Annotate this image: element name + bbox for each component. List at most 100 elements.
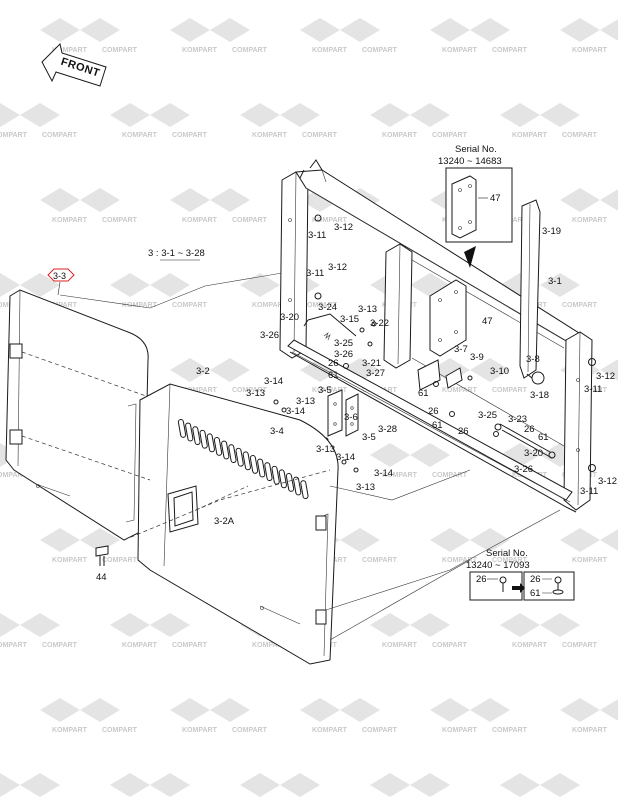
watermark-brand-b: COMPART	[232, 47, 268, 54]
callout-label: 26	[428, 406, 439, 417]
vent-slot	[228, 444, 237, 464]
bracket-3-24	[303, 313, 357, 341]
vent-slot	[199, 429, 208, 449]
callout-label: 61	[538, 432, 549, 443]
watermark-brand-a: KOMPART	[382, 132, 418, 139]
callout-label: 61	[432, 420, 443, 431]
callout-label: 3-11	[584, 384, 602, 395]
watermark-brand-b: COMPART	[172, 132, 208, 139]
watermark-brand-b: COMPART	[232, 217, 268, 224]
callout-label: 3-28	[378, 424, 397, 435]
post-3-19	[519, 199, 541, 379]
highlighted-part-label: 3-3	[53, 271, 66, 281]
callout-label: 3-26	[514, 464, 533, 475]
watermark-logo-shape	[500, 273, 580, 297]
callout-label: 26	[524, 424, 535, 435]
watermark-brand-b: COMPART	[562, 302, 598, 309]
watermark-logo-shape	[370, 103, 450, 127]
panel-3-2	[137, 383, 339, 665]
callout-label: 3-12	[598, 476, 617, 487]
callout-label: 3-24	[318, 302, 337, 313]
watermark-logo-shape	[300, 18, 380, 42]
watermark-brand-b: COMPART	[492, 727, 528, 734]
watermark-brand-b: COMPART	[172, 642, 208, 649]
callout-label: 3-14	[286, 406, 305, 417]
watermark-brand-a: KOMPART	[252, 132, 288, 139]
callout-label: 3-14	[264, 376, 283, 387]
watermark-logo-shape	[300, 698, 380, 722]
front-direction-arrow: FRONT	[41, 43, 107, 87]
panel-3-3	[5, 289, 149, 541]
callout-label: 61	[328, 370, 339, 381]
watermark-brand-a: KOMPART	[182, 727, 218, 734]
watermark-brand-a: KOMPART	[122, 132, 158, 139]
watermark-brand-a: KOMPART	[512, 132, 548, 139]
callout-label: 3-5	[362, 432, 376, 443]
highlighted-part-tag: 3-3	[47, 268, 75, 296]
watermark-brand-a: KOMPART	[182, 47, 218, 54]
callout-label: 47	[482, 316, 493, 327]
callout-label: 3-27	[366, 368, 385, 379]
callout-label: 26	[458, 426, 469, 437]
plate-47	[429, 279, 467, 357]
callout-label: 3-8	[526, 354, 540, 365]
watermark-logo-shape	[370, 773, 450, 797]
watermark-brand-b: COMPART	[432, 132, 468, 139]
callout-label: 3-12	[596, 371, 615, 382]
callout-label: 3-21	[362, 358, 381, 369]
callout-label: 3-20	[524, 448, 543, 459]
watermark-logo-shape	[110, 773, 190, 797]
watermark-brand-b: COMPART	[362, 557, 398, 564]
callout-label: 3-15	[340, 314, 359, 325]
watermark-brand-b: COMPART	[102, 727, 138, 734]
serial-box-bottom: Serial No. 13240 ~ 17093 26 26 61	[466, 548, 575, 601]
callout-label: 3-10	[490, 366, 509, 377]
watermark-brand-b: COMPART	[492, 557, 528, 564]
callout-label: 3-14	[336, 452, 355, 463]
watermark-brand-b: COMPART	[232, 727, 268, 734]
callout-label: 3-13	[316, 444, 335, 455]
callout-label: 61	[418, 388, 429, 399]
callout-label: 3-18	[530, 390, 549, 401]
watermark-brand-a: KOMPART	[382, 642, 418, 649]
watermark-brand-b: COMPART	[302, 132, 338, 139]
vent-slot	[206, 433, 215, 453]
watermark-brand-a: KOMPART	[442, 727, 478, 734]
watermark-logo-shape	[40, 698, 120, 722]
callout-label: 3-13	[246, 388, 265, 399]
callout-label: 3-12	[334, 222, 353, 233]
watermark-brand-b: COMPART	[302, 302, 338, 309]
watermark-brand-a: KOMPART	[52, 557, 88, 564]
callout-label: 3-13	[356, 482, 375, 493]
watermark-brand-a: KOMPART	[312, 387, 348, 394]
watermark-brand-a: KOMPART	[0, 132, 28, 139]
serial-box-top-range: 13240 ~ 14683	[438, 156, 502, 167]
rod-3-23	[494, 423, 556, 459]
callout-label: 3-13	[358, 304, 377, 315]
vent-slot	[177, 419, 187, 438]
watermark-brand-a: KOMPART	[252, 642, 288, 649]
watermark-logo-shape	[170, 698, 250, 722]
callout-label: 3-20	[280, 312, 299, 323]
watermark-logo-shape	[370, 613, 450, 637]
callout-label: 3-9	[470, 352, 484, 363]
watermark-logo-shape	[500, 443, 580, 467]
watermark-logo-shape	[560, 528, 618, 552]
watermark-logo-shape	[0, 773, 60, 797]
watermark-logo-shape	[500, 103, 580, 127]
serial-after-part-a: 26	[530, 574, 541, 585]
watermark-logo-shape	[0, 103, 60, 127]
vent-slot	[300, 480, 309, 500]
watermark-logo-shape	[430, 698, 510, 722]
watermark-logo-shape	[40, 188, 120, 212]
watermark-brand-a: KOMPART	[122, 302, 158, 309]
assembly-group-label: 3 : 3-1 ~ 3-28	[148, 248, 205, 259]
watermark-logo-shape	[110, 103, 190, 127]
watermark-logo-shape	[40, 18, 120, 42]
vent-slot	[285, 473, 295, 492]
main-frame	[279, 159, 596, 513]
watermark-brand-b: COMPART	[362, 727, 398, 734]
watermark-brand-b: COMPART	[492, 387, 528, 394]
